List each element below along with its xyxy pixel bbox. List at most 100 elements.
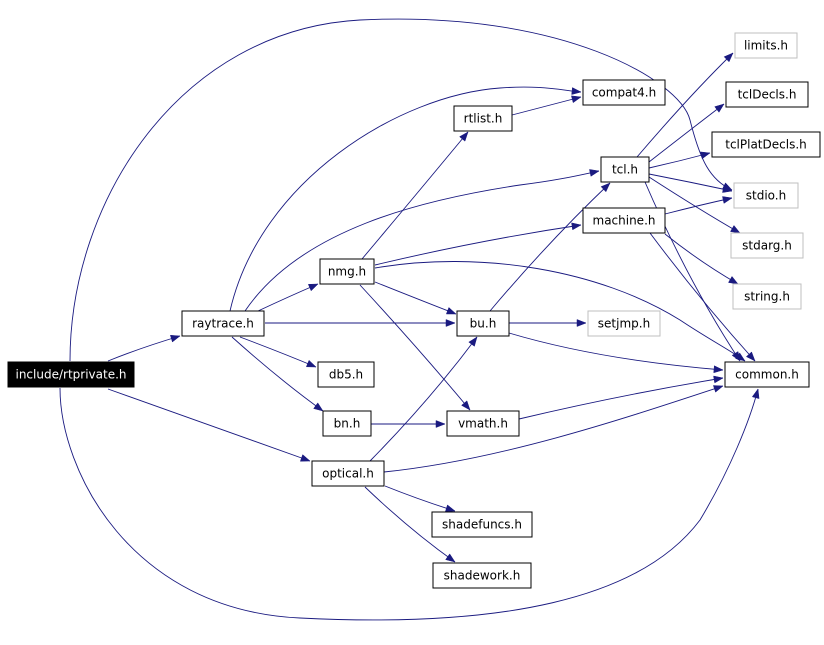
edge-bu-to-common <box>508 332 724 374</box>
node-limits-label: limits.h <box>744 39 788 53</box>
node-bn-label: bn.h <box>334 417 361 431</box>
node-rtprivate[interactable]: include/rtprivate.h <box>7 361 135 388</box>
arrowhead <box>713 375 724 384</box>
edge-raytrace-to-nmg <box>257 283 319 312</box>
node-rtprivate-label: include/rtprivate.h <box>15 368 126 382</box>
node-machine[interactable]: machine.h <box>582 207 666 234</box>
node-tcl[interactable]: tcl.h <box>600 156 650 183</box>
arrowhead <box>713 385 724 393</box>
arrowhead <box>576 319 587 327</box>
edge-nmg-to-vmath <box>359 284 471 411</box>
node-raytrace[interactable]: raytrace.h <box>181 310 265 337</box>
node-rtlist[interactable]: rtlist.h <box>453 105 513 132</box>
arrowhead <box>435 420 446 428</box>
node-raytrace-label: raytrace.h <box>192 317 254 331</box>
edge-raytrace-to-db5 <box>239 336 317 368</box>
arrowhead <box>571 222 582 231</box>
arrowhead <box>722 196 733 204</box>
edge-bu-to-setjmp <box>509 319 587 327</box>
edge-tcl-to-stdio <box>648 173 733 193</box>
node-common-label: common.h <box>735 368 799 382</box>
node-bn[interactable]: bn.h <box>322 410 372 437</box>
edge-rtprivate-to-raytrace <box>107 334 181 362</box>
node-shadework-label: shadework.h <box>444 569 521 583</box>
node-nmg-label: nmg.h <box>328 265 366 279</box>
edge-rtprivate-to-optical <box>107 388 311 462</box>
node-tcl-label: tcl.h <box>612 163 638 177</box>
arrowhead <box>723 52 734 63</box>
edge-nmg-to-rtlist <box>361 131 469 260</box>
arrowhead <box>713 365 724 374</box>
edge-rtprivate-to-common <box>59 387 760 621</box>
node-setjmp[interactable]: setjmp.h <box>587 310 661 337</box>
arrowhead <box>600 182 611 193</box>
arrowhead <box>571 95 582 104</box>
edge-rtprivate-to-stdio <box>69 18 733 362</box>
edge-machine-to-common <box>649 232 756 362</box>
arrowhead <box>445 504 456 512</box>
arrowhead <box>170 334 181 343</box>
node-stdarg[interactable]: stdarg.h <box>730 232 804 259</box>
arrowhead <box>461 400 471 411</box>
edge-bu-to-tcl <box>489 182 611 312</box>
node-vmath[interactable]: vmath.h <box>446 410 520 437</box>
arrowhead <box>722 185 733 193</box>
node-db5-label: db5.h <box>329 368 363 382</box>
edge-rtlist-to-compat4 <box>511 95 582 116</box>
node-compat4-label: compat4.h <box>592 86 656 100</box>
edge-machine-to-stdio <box>664 196 733 215</box>
edge-bn-to-vmath <box>371 420 446 428</box>
edges-layer <box>59 18 760 621</box>
nodes-layer: include/rtprivate.h raytrace.h nmg.h db5… <box>7 32 821 589</box>
edge-optical-to-bu <box>369 336 478 462</box>
node-tclDecls-label: tclDecls.h <box>738 88 797 102</box>
arrowhead <box>751 388 760 399</box>
edge-optical-to-shadefuncs <box>384 485 456 512</box>
arrowhead <box>459 131 469 142</box>
edge-tcl-to-limits <box>636 52 734 158</box>
node-nmg[interactable]: nmg.h <box>319 258 375 285</box>
node-stdio-label: stdio.h <box>746 189 786 203</box>
edge-tcl-to-tclDecls <box>648 103 725 163</box>
arrowhead <box>305 359 317 368</box>
edge-optical-to-common <box>383 385 724 473</box>
node-limits[interactable]: limits.h <box>734 32 798 59</box>
node-string[interactable]: string.h <box>732 283 802 310</box>
edge-vmath-to-common <box>518 375 724 420</box>
arrowhead <box>745 351 756 362</box>
edge-raytrace-to-tcl <box>244 169 600 312</box>
node-bu[interactable]: bu.h <box>456 310 510 337</box>
node-tclDecls[interactable]: tclDecls.h <box>725 81 809 108</box>
node-machine-label: machine.h <box>593 214 656 228</box>
node-shadefuncs-label: shadefuncs.h <box>442 518 522 532</box>
edge-raytrace-to-bu <box>265 319 456 327</box>
arrowhead <box>700 151 711 160</box>
node-common[interactable]: common.h <box>724 361 810 388</box>
node-db5[interactable]: db5.h <box>317 361 375 388</box>
arrowhead <box>589 169 600 177</box>
arrowhead <box>731 351 741 362</box>
node-tclPlatDecls[interactable]: tclPlatDecls.h <box>711 131 821 158</box>
edge-tcl-to-stdarg <box>648 176 741 234</box>
arrowhead <box>730 225 741 234</box>
node-stdarg-label: stdarg.h <box>742 239 792 253</box>
node-optical[interactable]: optical.h <box>311 460 385 487</box>
node-tclPlatDecls-label: tclPlatDecls.h <box>725 138 807 152</box>
arrowhead <box>445 319 456 327</box>
node-setjmp-label: setjmp.h <box>598 317 650 331</box>
edge-optical-to-shadework <box>364 486 456 563</box>
arrowhead <box>445 307 457 315</box>
node-shadefuncs[interactable]: shadefuncs.h <box>431 511 533 538</box>
edge-raytrace-to-bn <box>231 336 324 412</box>
node-stdio[interactable]: stdio.h <box>733 182 799 209</box>
edge-machine-to-string <box>664 233 739 285</box>
arrowhead <box>313 402 324 412</box>
arrowhead <box>445 553 456 563</box>
arrowhead <box>728 275 739 285</box>
node-shadework[interactable]: shadework.h <box>432 562 532 589</box>
arrowhead <box>571 87 582 95</box>
node-rtlist-label: rtlist.h <box>464 112 503 126</box>
node-compat4[interactable]: compat4.h <box>582 79 666 106</box>
